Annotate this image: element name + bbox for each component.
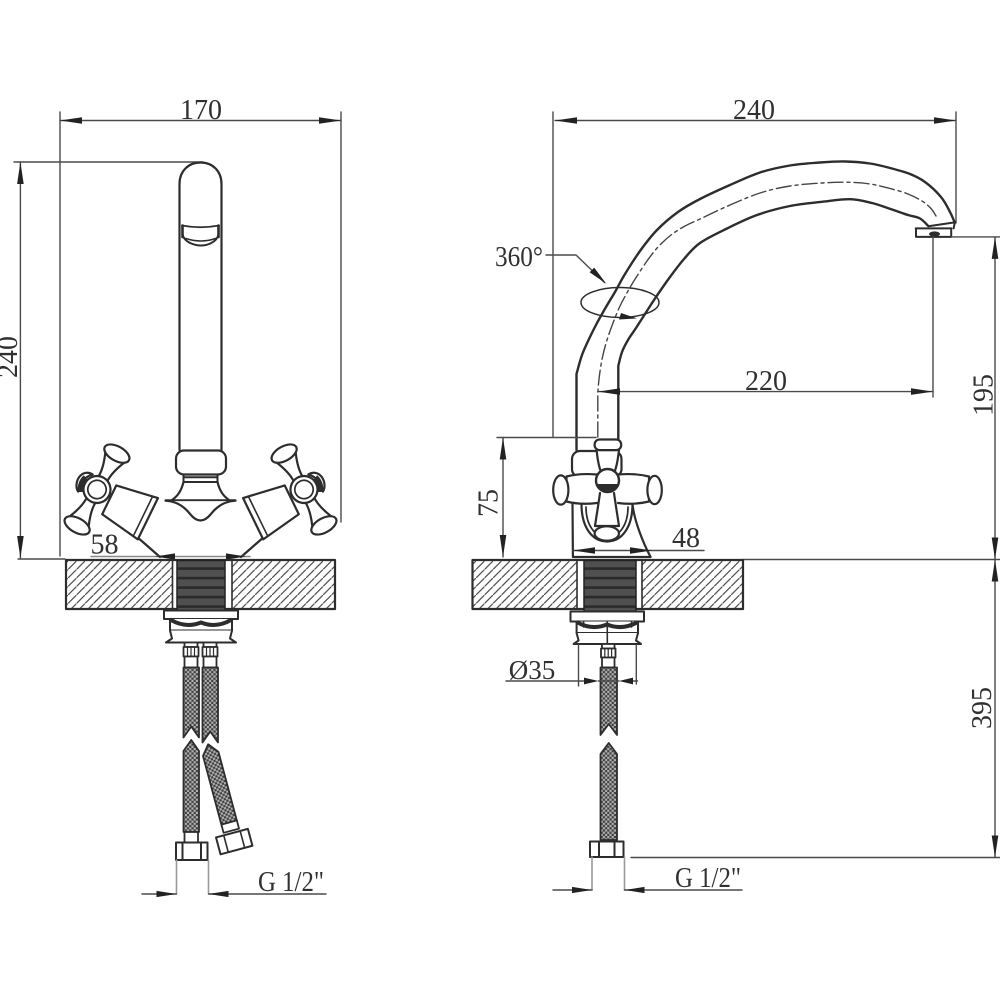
svg-text:195: 195 [969,374,1000,416]
svg-text:G 1/2": G 1/2" [258,867,324,898]
svg-text:170: 170 [180,95,222,126]
svg-text:240: 240 [733,95,775,126]
svg-text:395: 395 [967,687,998,729]
svg-text:Ø35: Ø35 [509,655,556,685]
svg-text:220: 220 [745,366,787,397]
svg-text:G 1/2": G 1/2" [675,863,741,894]
svg-text:240: 240 [0,336,24,378]
svg-text:48: 48 [672,523,700,554]
svg-text:75: 75 [474,489,505,517]
svg-text:58: 58 [91,530,119,561]
svg-text:360°: 360° [495,242,543,273]
